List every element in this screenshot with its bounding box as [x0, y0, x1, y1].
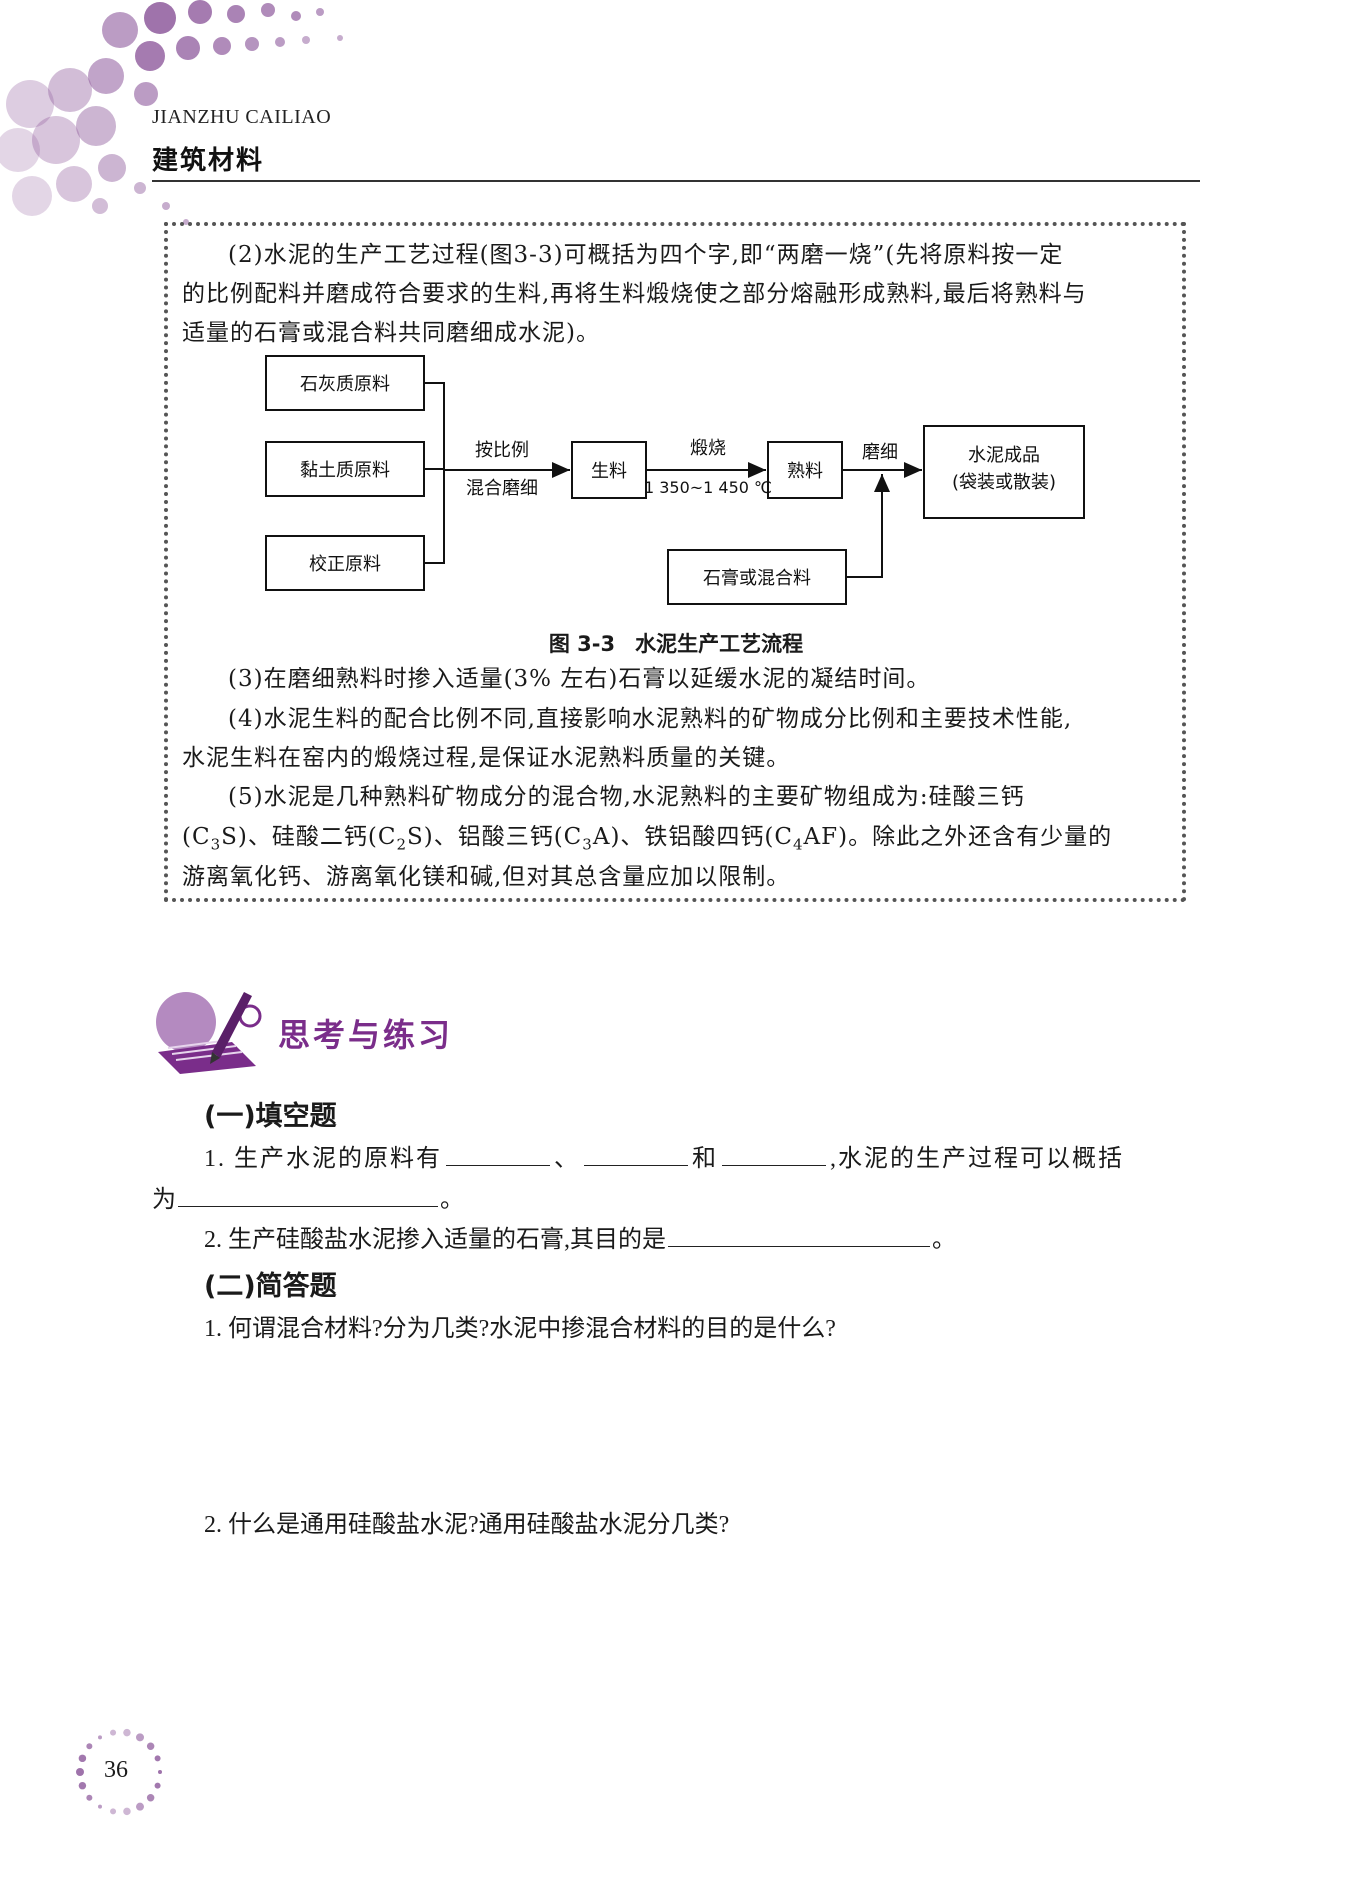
part1-heading: (一)填空题 — [204, 1101, 337, 1132]
decor-dot — [110, 1729, 117, 1736]
label-step1-top: 按比例 — [475, 440, 529, 461]
answer-blank-1[interactable] — [446, 1141, 550, 1166]
paragraph-4-line2: 水泥生料在窑内的煅烧过程,是保证水泥熟料质量的关键。 — [182, 745, 791, 771]
decor-dot — [136, 1733, 144, 1742]
decor-dot — [123, 1728, 131, 1737]
decor-dot — [154, 1755, 161, 1762]
fill-question-1-line1: 1. 生产水泥的原料有 、 和 ,水泥的生产过程可以概括 — [204, 1139, 1124, 1179]
text: S)、硅酸二钙(C — [221, 824, 397, 850]
decor-dot — [136, 1802, 144, 1811]
box-product — [923, 425, 1085, 519]
decor-dot — [154, 1782, 161, 1789]
decor-dot — [146, 1793, 155, 1802]
fill-question-1-line2: 为。 — [152, 1180, 464, 1220]
figure-caption: 图 3-3 水泥生产工艺流程 — [0, 628, 1352, 658]
text: (C — [182, 824, 211, 850]
label-step2-top: 煅烧 — [690, 438, 726, 459]
decor-dot — [86, 1743, 93, 1750]
subscript: 2 — [396, 835, 407, 854]
decor-dot — [98, 1735, 102, 1740]
text: ,水泥的生产过程可以概括 — [830, 1146, 1124, 1172]
decor-dot — [78, 1781, 87, 1790]
paragraph-4-line1: (4)水泥生料的配合比例不同,直接影响水泥熟料的矿物成分比例和主要技术性能, — [182, 700, 1072, 739]
paragraph-2-line1: (2)水泥的生产工艺过程(图3-3)可概括为四个字,即“两磨一烧”(先将原料按一… — [182, 236, 1063, 275]
page-number: 36 — [104, 1757, 128, 1783]
label-step1-bottom: 混合磨细 — [466, 478, 538, 499]
part2-heading: (二)简答题 — [204, 1271, 337, 1302]
label-product-1: 水泥成品 — [968, 445, 1040, 466]
text: A)、铁铝酸四钙(C — [592, 824, 793, 850]
label-product-2: (袋装或散装) — [952, 472, 1056, 493]
decor-dot — [76, 1768, 84, 1776]
paragraph-2-line3: 适量的石膏或混合料共同磨细成水泥)。 — [182, 320, 600, 346]
label-raw3: 校正原料 — [309, 554, 381, 575]
text: 2. 生产硅酸盐水泥掺入适量的石膏,其目的是 — [204, 1227, 666, 1253]
paragraph-5-line1: (5)水泥是几种熟料矿物成分的混合物,水泥熟料的主要矿物组成为:硅酸三钙 — [182, 778, 1025, 817]
label-raw2: 黏土质原料 — [300, 460, 390, 481]
text: 。 — [440, 1187, 464, 1213]
section-title: 思考与练习 — [278, 1016, 454, 1054]
short-answer-question-1: 1. 何谓混合材料?分为几类?水泥中掺混合材料的目的是什么? — [204, 1316, 836, 1342]
text: (3)在磨细熟料时掺入适量(3% 左右)石膏以延缓水泥的凝结时间。 — [228, 666, 931, 692]
paragraph-5-line3: 游离氧化钙、游离氧化镁和碱,但对其总含量应加以限制。 — [182, 864, 791, 890]
answer-blank-5[interactable] — [668, 1222, 930, 1247]
short-answer-question-2: 2. 什么是通用硅酸盐水泥?通用硅酸盐水泥分几类? — [204, 1512, 730, 1538]
figure-number: 图 3-3 — [548, 632, 616, 656]
label-raw1: 石灰质原料 — [300, 374, 390, 395]
header-decoration — [0, 0, 343, 225]
paragraph-3: (3)在磨细熟料时掺入适量(3% 左右)石膏以延缓水泥的凝结时间。 — [182, 660, 930, 699]
label-raw-meal: 生料 — [591, 461, 627, 482]
text: 。 — [932, 1227, 956, 1253]
label-clinker: 熟料 — [787, 461, 823, 482]
header-rule — [152, 180, 1200, 182]
decor-dot — [123, 1807, 131, 1816]
label-step2-bottom: 1 350~1 450 ℃ — [644, 478, 772, 497]
answer-blank-4[interactable] — [178, 1182, 438, 1207]
fill-question-2: 2. 生产硅酸盐水泥掺入适量的石膏,其目的是 。 — [204, 1220, 956, 1260]
label-gypsum: 石膏或混合料 — [703, 567, 811, 589]
flowchart: 石灰质原料 黏土质原料 校正原料 按比例 混合磨细 生料 煅烧 1 350~1 … — [265, 355, 1085, 605]
subscript: 4 — [793, 835, 804, 854]
decor-dot — [146, 1742, 155, 1751]
decor-dot — [86, 1794, 93, 1801]
text: 和 — [692, 1146, 718, 1172]
running-header-title: 建筑材料 — [152, 146, 265, 176]
text: (4)水泥生料的配合比例不同,直接影响水泥熟料的矿物成分比例和主要技术性能, — [228, 706, 1073, 732]
decor-dot — [78, 1754, 87, 1763]
figure-title: 水泥生产工艺流程 — [635, 632, 804, 656]
subscript: 3 — [210, 835, 222, 854]
answer-blank-3[interactable] — [722, 1141, 826, 1166]
text: 1. 生产水泥的原料有 — [204, 1146, 442, 1172]
text: (5)水泥是几种熟料矿物成分的混合物,水泥熟料的主要矿物组成为:硅酸三钙 — [228, 784, 1025, 810]
paragraph-5-line2: (C3S)、硅酸二钙(C2S)、铝酸三钙(C3A)、铁铝酸四钙(C4AF)。除此… — [182, 818, 1112, 865]
answer-blank-2[interactable] — [584, 1141, 688, 1166]
label-step3: 磨细 — [862, 442, 898, 463]
text: S)、铝酸三钙(C — [406, 824, 583, 850]
content-box — [164, 222, 1186, 902]
text: AF)。除此之外还含有少量的 — [803, 824, 1113, 850]
text: (2)水泥的生产工艺过程(图3-3)可概括为四个字,即“两磨一烧”(先将原料按一… — [228, 242, 1064, 268]
page-number-decoration — [76, 1728, 162, 1816]
text: 为 — [152, 1187, 176, 1213]
decor-dot — [158, 1770, 162, 1774]
text: 、 — [554, 1146, 580, 1172]
notebook-pen-icon — [156, 992, 262, 1074]
subscript: 3 — [582, 835, 593, 854]
paragraph-2-line2: 的比例配料并磨成符合要求的生料,再将生料煅烧使之部分熔融形成熟料,最后将熟料与 — [182, 281, 1087, 307]
decor-dot — [98, 1804, 102, 1809]
running-header-pinyin: JIANZHU CAILIAO — [152, 106, 332, 128]
decor-dot — [110, 1808, 117, 1815]
